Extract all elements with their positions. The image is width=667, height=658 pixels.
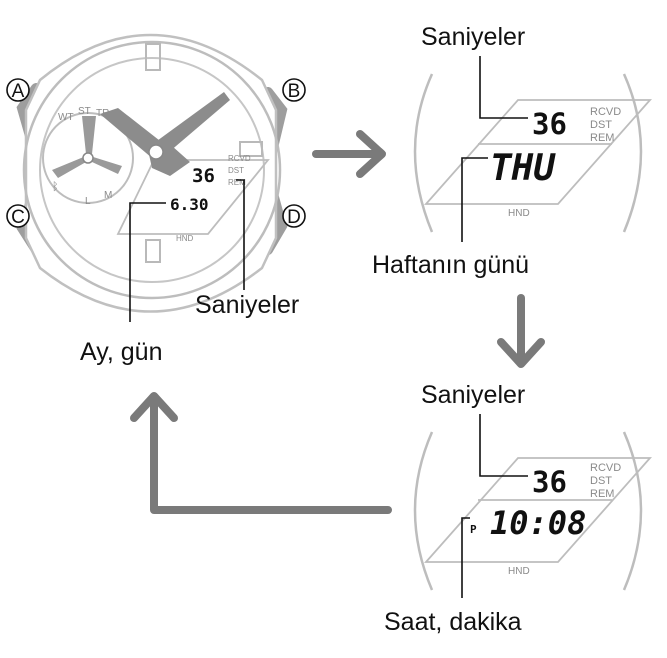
bluetooth-icon: ᛒ bbox=[52, 181, 59, 193]
leader-watch-seconds bbox=[236, 179, 245, 290]
button-a[interactable]: A bbox=[6, 78, 30, 102]
watch-indicator-rcvd: RCVD bbox=[228, 154, 251, 163]
flow-arrow-return-shaft bbox=[150, 394, 392, 514]
screen-weekday-indicator-rcvd: RCVD bbox=[590, 106, 621, 118]
screen-weekday-seconds: 36 bbox=[532, 107, 567, 141]
subdial-hand-left bbox=[52, 156, 86, 178]
screen-weekday: 36 RCVD DST REM THU HND Saniyeler Haftan… bbox=[372, 23, 652, 279]
leader-watch-date bbox=[129, 202, 166, 322]
watch-illustration: WT ST TR L M ᛒ 36 RCVD DST REM 6.30 HND … bbox=[6, 33, 306, 366]
callout-time-main: Saat, dakika bbox=[384, 608, 522, 636]
screen-weekday-bezel-left bbox=[413, 73, 434, 233]
callout-watch-seconds: Saniyeler bbox=[195, 291, 299, 319]
button-b[interactable]: B bbox=[282, 78, 306, 102]
screen-weekday-lcd-outline bbox=[424, 99, 652, 205]
button-c-ring bbox=[6, 204, 30, 228]
leader-time-main bbox=[461, 517, 470, 598]
subdial-pivot bbox=[82, 152, 94, 164]
flow-arrow-return-head bbox=[130, 392, 178, 422]
screen-time-indicator-rem: REM bbox=[590, 488, 614, 500]
screen-time: 36 RCVD DST REM P 10:08 HND Saniyeler Sa… bbox=[384, 381, 652, 636]
subdial-mark-m: M bbox=[104, 190, 112, 201]
screen-time-indicator-dst: DST bbox=[590, 475, 612, 487]
screen-weekday-indicator-hnd: HND bbox=[508, 208, 530, 219]
watch-dial bbox=[39, 57, 265, 283]
callout-weekday-main: Haftanın günü bbox=[372, 251, 529, 279]
button-c[interactable]: C bbox=[6, 204, 30, 228]
watch-indicator-dst: DST bbox=[228, 166, 244, 175]
watch-bezel bbox=[22, 40, 282, 300]
button-a-label: A bbox=[12, 81, 25, 102]
flow-arrow-right-head bbox=[356, 130, 386, 178]
screen-time-indicator-hnd: HND bbox=[508, 566, 530, 577]
subdial-mark-st: ST bbox=[78, 106, 91, 117]
screen-time-bezel-left bbox=[413, 431, 434, 591]
callout-time-seconds: Saniyeler bbox=[421, 381, 525, 409]
flow-arrow-right bbox=[312, 130, 386, 178]
button-d[interactable]: D bbox=[282, 204, 306, 228]
minute-hand bbox=[150, 92, 230, 158]
screen-time-seconds: 36 bbox=[532, 465, 567, 499]
screen-weekday-indicator-rem: REM bbox=[590, 132, 614, 144]
hour-hand bbox=[100, 108, 164, 158]
flow-arrow-down bbox=[497, 294, 545, 368]
button-d-label: D bbox=[287, 207, 301, 228]
subdial-hand-up bbox=[82, 116, 96, 154]
screen-weekday-main: THU bbox=[490, 148, 556, 189]
watch-indicator-hnd: HND bbox=[176, 234, 194, 243]
screen-time-indicator-rcvd: RCVD bbox=[590, 462, 621, 474]
button-d-ring bbox=[282, 204, 306, 228]
leader-weekday-main bbox=[461, 157, 488, 242]
callout-weekday-seconds: Saniyeler bbox=[421, 23, 525, 51]
button-c-label: C bbox=[11, 207, 25, 228]
hour-marker-3 bbox=[239, 141, 263, 157]
hand-pivot bbox=[148, 144, 164, 160]
flow-arrow-down-head bbox=[497, 338, 545, 368]
button-a-ring bbox=[6, 78, 30, 102]
screen-time-lcd-outline bbox=[424, 457, 652, 563]
screen-time-bezel-right bbox=[622, 431, 643, 591]
button-b-label: B bbox=[288, 81, 301, 102]
screen-weekday-indicator-dst: DST bbox=[590, 119, 612, 131]
subdial-mark-l: L bbox=[85, 196, 91, 207]
watch-seconds-readout: 36 bbox=[192, 165, 215, 187]
screen-time-pm-marker: P bbox=[470, 523, 477, 536]
callout-watch-date: Ay, gün bbox=[80, 338, 162, 366]
watch-date-readout: 6.30 bbox=[170, 195, 209, 214]
subdial-mark-wt: WT bbox=[58, 112, 74, 123]
leader-weekday-seconds bbox=[479, 56, 528, 119]
hour-marker-6 bbox=[145, 239, 161, 263]
leader-time-seconds bbox=[479, 414, 528, 477]
subdial-hand-right bbox=[90, 156, 122, 174]
screen-weekday-bezel-right bbox=[622, 73, 643, 233]
button-b-ring bbox=[282, 78, 306, 102]
screen-time-main: 10:08 bbox=[490, 504, 586, 542]
hour-marker-12 bbox=[145, 43, 161, 71]
flow-arrow-return bbox=[130, 392, 392, 514]
watch-indicator-rem: REM bbox=[228, 178, 246, 187]
